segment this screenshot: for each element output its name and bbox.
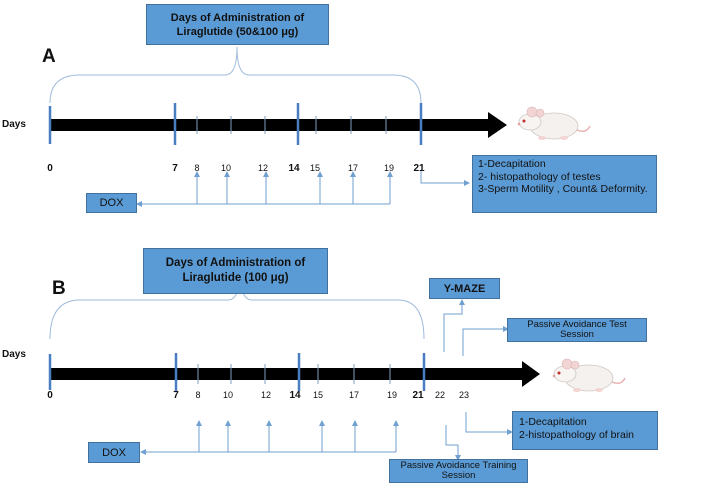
- mouse-icon: [517, 106, 591, 140]
- panel-b-outcome-1: 1-Decapitation: [519, 416, 587, 428]
- panel-a-dox-box: DOX: [86, 193, 137, 213]
- panel-b-timeline-arrowhead: [522, 361, 540, 387]
- panel-b-axis-label: Days: [2, 349, 26, 360]
- panel-a-tick-label-17: 17: [347, 163, 359, 173]
- panel-a-tick-label-8: 8: [194, 163, 200, 173]
- panel-a-tick-label-15: 15: [309, 163, 321, 173]
- panel-a-timeline-bar: [50, 119, 490, 131]
- panel-a-tick-label-12: 12: [257, 163, 269, 173]
- panel-a-outcomes-box: 1-Decapitation 2- histopathology of test…: [472, 155, 657, 213]
- panel-a-tick-label-21: 21: [413, 163, 425, 174]
- panel-b-dox-box: DOX: [88, 442, 140, 463]
- panel-a-outcome-1: 1-Decapitation: [478, 158, 546, 170]
- panel-b-ymaze-box: Y-MAZE: [429, 278, 500, 299]
- panel-b-passive-training-box: Passive Avoidance Training Session: [389, 459, 528, 483]
- panel-b-tick-label-17: 17: [348, 390, 360, 400]
- panel-a-administration-box: Days of Administration of Liraglutide (5…: [146, 4, 329, 45]
- panel-b-tick-label-19: 19: [386, 390, 398, 400]
- panel-b-letter: B: [52, 278, 66, 299]
- panel-a-timeline-arrowhead: [488, 112, 507, 138]
- panel-a-tick-label-7: 7: [172, 163, 178, 174]
- panel-a-tick-label-19: 19: [383, 163, 395, 173]
- panel-a-outcome-3: 3-Sperm Motility , Count& Deformity.: [478, 183, 648, 195]
- panel-b-tick-label-14: 14: [289, 390, 301, 401]
- panel-a-axis-label: Days: [2, 119, 26, 130]
- panel-b-tick-label-7: 7: [173, 390, 179, 401]
- panel-a-outcome-2: 2- histopathology of testes: [478, 170, 601, 183]
- panel-a-tick-label-14: 14: [288, 163, 300, 174]
- panel-b-tick-label-23: 23: [458, 390, 470, 400]
- panel-b-tick-label-10: 10: [222, 390, 234, 400]
- panel-b-tick-label-12: 12: [260, 390, 272, 400]
- panel-a-tick-label-0: 0: [47, 163, 53, 174]
- panel-b-tick-label-0: 0: [47, 390, 53, 401]
- panel-b-outcome-2: 2-histopathology of brain: [519, 429, 634, 441]
- panel-b-tick-label-15: 15: [312, 390, 324, 400]
- panel-a-letter: A: [42, 46, 56, 67]
- panel-b-tick-label-8: 8: [195, 390, 201, 400]
- panel-b-passive-test-box: Passive Avoidance Test Session: [507, 318, 647, 342]
- panel-b-tick-label-22: 22: [434, 390, 446, 400]
- panel-a-dox-connectors: [136, 170, 470, 207]
- panel-b-connectors: [140, 299, 513, 461]
- panel-a-administration-brace: [49, 46, 422, 104]
- panel-b-administration-box: Days of Administration of Liraglutide (1…: [143, 248, 328, 294]
- panel-b-tick-label-21: 21: [412, 390, 424, 401]
- mouse-icon: [552, 358, 626, 392]
- panel-a-ticks: [48, 103, 423, 145]
- panel-a-tick-label-10: 10: [220, 163, 232, 173]
- panel-b-ticks: [48, 353, 426, 391]
- panel-b-timeline-bar: [50, 368, 526, 380]
- panel-b-outcomes-box: 1-Decapitation 2-histopathology of brain: [512, 411, 658, 450]
